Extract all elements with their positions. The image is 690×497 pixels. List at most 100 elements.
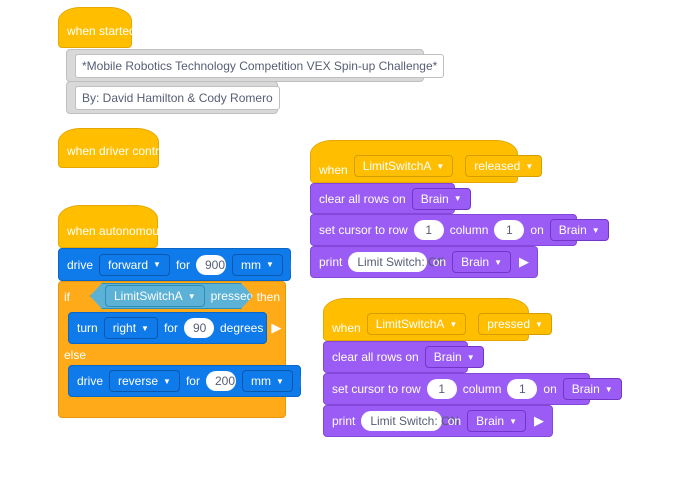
set-cursor-label: set cursor to row [319, 223, 408, 237]
print-block[interactable]: print Limit Switch: ON on Brain ▼ ▶ [323, 405, 553, 437]
when-label: when [332, 321, 361, 335]
sensor-device-value: LimitSwitchA [114, 289, 183, 303]
when-limit-switch-released-block[interactable]: when LimitSwitchA ▼ released▼ [310, 140, 543, 183]
screen-dropdown[interactable]: Brain ▼ [467, 410, 526, 432]
comment-block-authors[interactable]: By: David Hamilton & Cody Romero [66, 81, 280, 114]
drive-unit-dropdown[interactable]: mm ▼ [231, 253, 283, 276]
screen-value: Brain [571, 382, 600, 396]
chevron-down-icon: ▼ [187, 291, 196, 301]
clear-all-rows-block[interactable]: clear all rows on Brain ▼ [310, 183, 471, 214]
comment-text-authors[interactable]: By: David Hamilton & Cody Romero [75, 85, 280, 110]
when-label: when [319, 163, 348, 177]
row-input[interactable]: 1 [413, 220, 444, 240]
drive-distance-input[interactable]: 900 [195, 254, 226, 275]
chevron-down-icon: ▼ [466, 352, 475, 362]
when-driver-control-label: when driver control [67, 144, 169, 158]
chevron-down-icon: ▼ [591, 225, 600, 235]
chevron-down-icon: ▼ [265, 260, 274, 269]
turn-right-block[interactable]: turn right▼ for 90 degrees ▶ [68, 312, 281, 344]
when-driver-control-block[interactable]: when driver control [58, 128, 168, 168]
print-label: print [319, 255, 343, 269]
clear-all-rows-label: clear all rows on [319, 191, 406, 206]
event-device-value: LimitSwitchA [375, 317, 445, 331]
run-icon[interactable]: ▶ [300, 373, 311, 388]
drive-unit-value: mm [240, 257, 261, 272]
chevron-down-icon: ▼ [275, 376, 284, 386]
drive-reverse-block[interactable]: drive reverse▼ for 200 mm ▼ ▶ [68, 365, 311, 397]
column-input[interactable]: 1 [507, 379, 538, 399]
drive-unit-dropdown[interactable]: mm ▼ [241, 370, 293, 392]
event-state-dropdown[interactable]: pressed ▼ [478, 313, 552, 335]
event-state-value: pressed [487, 317, 530, 331]
clear-all-rows-label: clear all rows on [332, 350, 419, 364]
turn-angle-input[interactable]: 90 [183, 318, 214, 338]
set-cursor-block[interactable]: set cursor to row 1 column 1 on Brain ▼ [323, 373, 622, 405]
column-input[interactable]: 1 [494, 220, 525, 240]
when-started-block[interactable]: when started [58, 7, 136, 48]
pressed-label: pressed? [210, 289, 260, 303]
chevron-down-icon: ▼ [509, 416, 517, 426]
run-icon[interactable]: ▶ [534, 413, 544, 428]
column-label: column [462, 382, 502, 396]
set-cursor-block[interactable]: set cursor to row 1 column 1 on Brain▼ [310, 214, 609, 246]
event-device-dropdown[interactable]: LimitSwitchA ▼ [353, 155, 454, 177]
if-header: if then [58, 281, 286, 312]
screen-dropdown[interactable]: Brain▼ [452, 251, 511, 273]
chevron-down-icon: ▼ [535, 319, 543, 329]
chevron-down-icon: ▼ [453, 194, 462, 203]
screen-dropdown[interactable]: Brain ▼ [411, 187, 471, 210]
turn-direction-dropdown[interactable]: right ▼ [103, 317, 158, 339]
row-input[interactable]: 1 [426, 379, 457, 399]
set-cursor-label: set cursor to row [332, 382, 421, 396]
print-text-input[interactable]: Limit Switch: ON [361, 411, 459, 431]
print-label: print [332, 414, 356, 428]
event-device-value: LimitSwitchA [362, 159, 432, 173]
sensor-device-dropdown[interactable]: LimitSwitchA ▼ [105, 285, 205, 307]
on-label: on [447, 414, 462, 428]
screen-value: Brain [420, 191, 449, 206]
drive-label: drive [67, 257, 94, 272]
when-autonomous-block[interactable]: when autonomous [58, 205, 165, 248]
clear-all-rows-block[interactable]: clear all rows on Brain ▼ [323, 341, 484, 373]
chevron-down-icon: ▼ [525, 161, 534, 171]
print-block[interactable]: print Limit Switch: Off on Brain▼ ▶ [310, 246, 538, 278]
drive-forward-block[interactable]: drive forward▼ for 900 mm ▼ ▶ [58, 248, 301, 281]
comment-text-title[interactable]: *Mobile Robotics Technology Competition … [75, 53, 445, 78]
run-icon[interactable]: ▶ [271, 320, 282, 335]
comment-block-title[interactable]: *Mobile Robotics Technology Competition … [66, 49, 445, 82]
when-limit-switch-pressed-block[interactable]: when LimitSwitchA ▼ pressed ▼ [323, 298, 552, 341]
screen-value: Brain [433, 350, 462, 364]
drive-distance-input[interactable]: 200 [205, 371, 236, 391]
turn-direction-value: right [112, 321, 137, 335]
column-label: column [449, 223, 489, 237]
chevron-down-icon: ▼ [449, 319, 458, 329]
when-autonomous-label: when autonomous [67, 224, 166, 238]
chevron-down-icon: ▼ [436, 161, 445, 171]
chevron-down-icon: ▼ [604, 384, 613, 394]
event-device-dropdown[interactable]: LimitSwitchA ▼ [366, 313, 467, 335]
when-started-label: when started [67, 24, 136, 38]
drive-unit-value: mm [250, 374, 271, 388]
screen-dropdown[interactable]: Brain ▼ [562, 378, 622, 400]
then-label: then [256, 289, 280, 304]
for-label: for [185, 374, 200, 388]
chevron-down-icon: ▼ [494, 257, 502, 267]
on-label: on [543, 382, 557, 396]
screen-dropdown[interactable]: Brain▼ [549, 219, 609, 241]
limit-switch-pressed-sensor[interactable]: LimitSwitchA▼ pressed? [90, 283, 253, 309]
screen-value: Brain [476, 414, 505, 428]
degrees-label: degrees [219, 321, 264, 335]
screen-dropdown[interactable]: Brain ▼ [424, 346, 484, 368]
else-label: else [64, 348, 87, 362]
run-icon[interactable]: ▶ [290, 256, 301, 272]
for-label: for [175, 257, 190, 272]
run-icon[interactable]: ▶ [519, 254, 529, 269]
event-state-dropdown[interactable]: released▼ [465, 155, 543, 177]
drive-direction-dropdown[interactable]: forward▼ [99, 253, 170, 276]
drive-label: drive [77, 374, 104, 388]
chevron-down-icon: ▼ [163, 376, 171, 386]
print-text-input[interactable]: Limit Switch: Off [348, 252, 444, 272]
chevron-down-icon: ▼ [141, 323, 149, 333]
turn-label: turn [77, 321, 98, 335]
drive-direction-dropdown[interactable]: reverse▼ [109, 370, 180, 392]
